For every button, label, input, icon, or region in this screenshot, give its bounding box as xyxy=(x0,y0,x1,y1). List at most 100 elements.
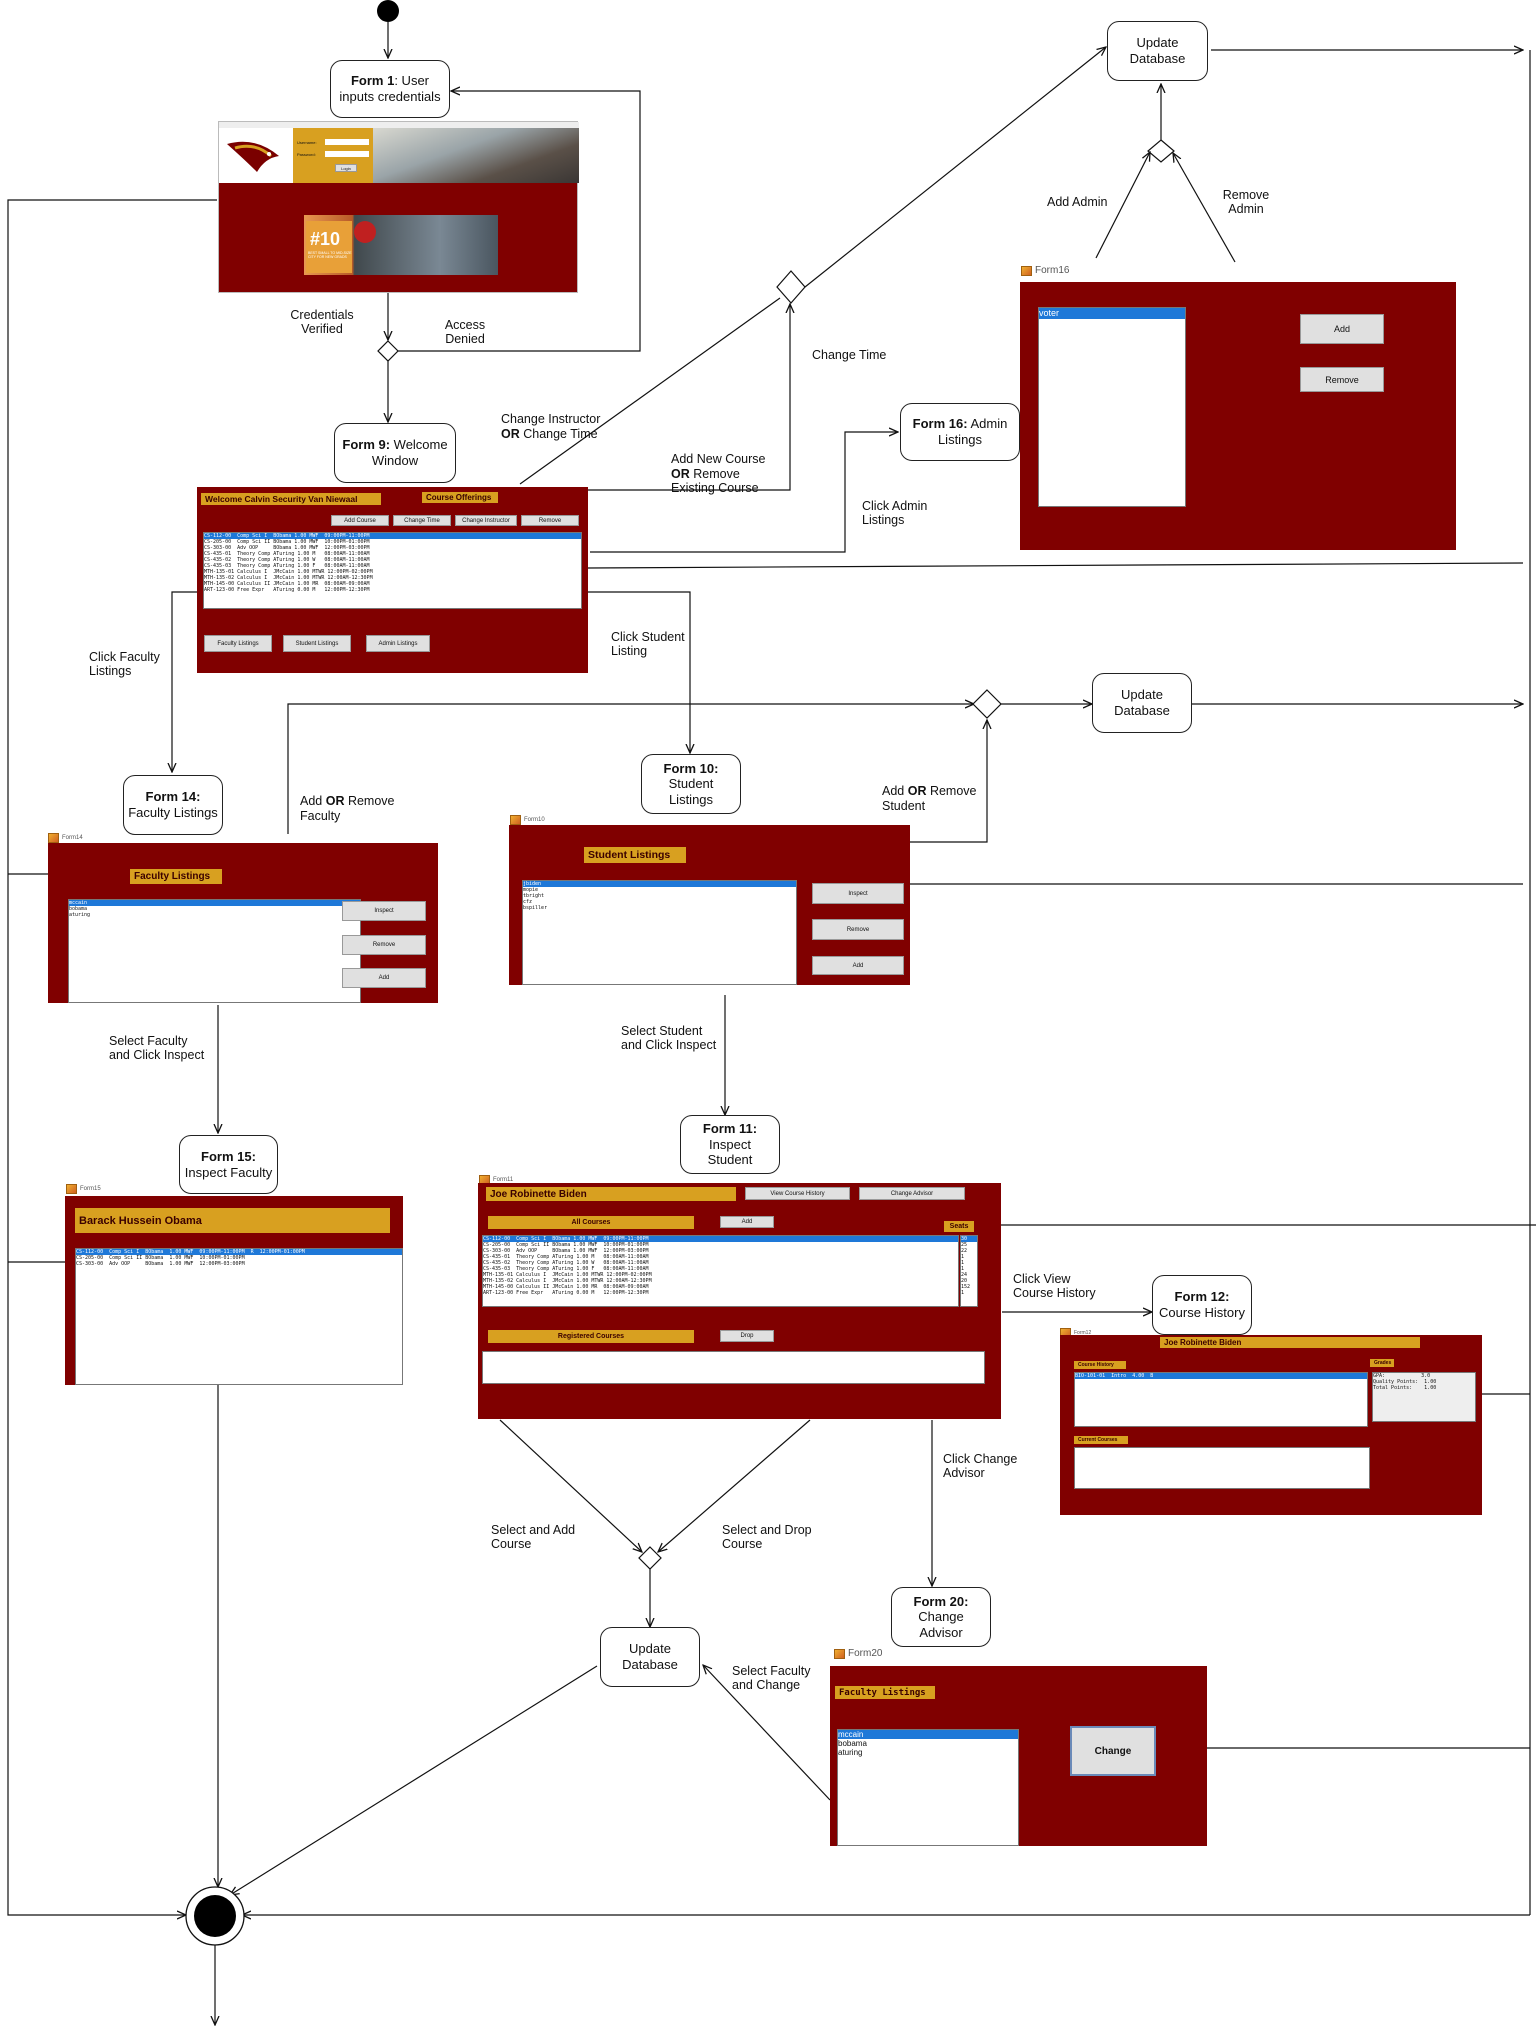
label-select-faculty-inspect: Select Faculty and Click Inspect xyxy=(109,1034,205,1063)
course-row[interactable]: MTH-135-01 Calculus I JMcCain 1.00 MTWR … xyxy=(204,569,373,575)
student-item[interactable]: mopie xyxy=(523,887,539,893)
seat-count[interactable]: 152 xyxy=(961,1284,971,1290)
registered-courses-list[interactable] xyxy=(482,1351,985,1384)
end-node-core xyxy=(194,1895,236,1937)
course-row[interactable]: CS-435-01 Theory Comp ATuring 1.00 M 08:… xyxy=(483,1254,649,1260)
edge-access-denied xyxy=(398,91,641,352)
course-row[interactable]: CS-303-00 Adv OOP BObama 1.00 MWF 12:00P… xyxy=(483,1248,649,1254)
admin-listings-button[interactable]: Admin Listings xyxy=(366,635,430,652)
admin-item[interactable]: voter xyxy=(1039,308,1185,319)
label-click-change-advisor: Click Change Advisor xyxy=(943,1452,1018,1481)
faculty-item[interactable]: aturing xyxy=(69,912,91,918)
student-item[interactable]: jbiden xyxy=(523,881,796,887)
drop-course-button[interactable]: Drop xyxy=(720,1330,774,1342)
faculty-listings-button[interactable]: Faculty Listings xyxy=(204,635,272,652)
add-course-button[interactable]: Add xyxy=(720,1216,774,1228)
course-row[interactable]: MTH-135-02 Calculus I JMcCain 1.00 MTWR … xyxy=(204,575,373,581)
faculty-course-row[interactable]: CS-205-00 Comp Sci II BObama 1.00 MWF 10… xyxy=(76,1255,245,1261)
add-course-button[interactable]: Add Course xyxy=(331,515,389,526)
remove-admin-button[interactable]: Remove xyxy=(1300,367,1384,392)
label-add-admin: Add Admin xyxy=(1047,195,1108,209)
course-row[interactable]: MTH-135-01 Calculus I JMcCain 1.00 MTWR … xyxy=(483,1272,652,1278)
faculty-courses-list[interactable]: CS-112-00 Comp Sci I BObama 1.00 MWF 09:… xyxy=(75,1248,403,1385)
course-row[interactable]: MTH-135-02 Calculus I JMcCain 1.00 MTWR … xyxy=(483,1278,652,1284)
label-select-student-inspect: Select Student and Click Inspect xyxy=(621,1024,717,1053)
course-row[interactable]: ART-123-00 Free Expr ATuring 0.00 M 12:0… xyxy=(483,1290,649,1296)
course-row[interactable]: MTH-145-00 Calculus II JMcCain 1.00 MR 0… xyxy=(204,581,370,587)
change-advisor-button[interactable]: Change Advisor xyxy=(859,1187,965,1200)
seat-count[interactable]: 1 xyxy=(961,1290,965,1296)
history-row[interactable]: BIO-101-01 Intro 4.00 B xyxy=(1075,1373,1367,1379)
course-row[interactable]: ART-123-00 Free Expr ATuring 0.00 M 12:0… xyxy=(204,587,370,593)
all-courses-list[interactable]: CS-112-00 Comp Sci I BObama 1.00 MWF 09:… xyxy=(482,1235,959,1307)
current-courses-list[interactable] xyxy=(1074,1447,1370,1489)
change-button[interactable]: Change xyxy=(1070,1726,1156,1776)
view-course-history-button[interactable]: View Course History xyxy=(745,1187,850,1200)
add-admin-button[interactable]: Add xyxy=(1300,314,1384,344)
faculty-course-row[interactable]: CS-303-00 Adv OOP BObama 1.00 MWF 12:00P… xyxy=(76,1261,245,1267)
seat-count[interactable]: 1 xyxy=(961,1260,965,1266)
faculty-item[interactable]: bobama xyxy=(69,906,88,912)
login-button[interactable]: Login xyxy=(335,164,357,172)
advisor-item[interactable]: aturing xyxy=(838,1748,863,1757)
seat-count[interactable]: 25 xyxy=(961,1242,968,1248)
node-form1: Form 1: User inputs credentials xyxy=(330,60,450,118)
advisor-item[interactable]: mccain xyxy=(838,1730,1018,1739)
remove-course-button[interactable]: Remove xyxy=(521,515,579,526)
student-listings-button[interactable]: Student Listings xyxy=(283,635,351,652)
admin-list[interactable]: voter xyxy=(1038,307,1186,507)
course-offerings-tab[interactable]: Course Offerings xyxy=(422,492,498,503)
edge-drop-course-select xyxy=(658,1419,811,1552)
remove-student-button[interactable]: Remove xyxy=(812,919,904,940)
course-row[interactable]: CS-112-00 Comp Sci I BObama 1.00 MWF 09:… xyxy=(204,533,581,539)
course-history-list[interactable]: BIO-101-01 Intro 4.00 B xyxy=(1074,1372,1368,1427)
screenshot-admin: voter Add Remove xyxy=(1020,282,1456,550)
edge-admin-listings xyxy=(590,432,898,553)
course-row[interactable]: CS-112-00 Comp Sci I BObama 1.00 MWF 09:… xyxy=(483,1236,958,1242)
student-item[interactable]: tbright xyxy=(523,893,545,899)
add-student-button[interactable]: Add xyxy=(812,956,904,975)
course-row[interactable]: CS-435-01 Theory Comp ATuring 1.00 M 08:… xyxy=(204,551,370,557)
seat-count[interactable]: 1 xyxy=(961,1266,965,1272)
course-row[interactable]: CS-435-03 Theory Comp ATuring 1.00 F 08:… xyxy=(204,563,370,569)
change-instructor-button[interactable]: Change Instructor xyxy=(455,515,517,526)
inspect-student-button[interactable]: Inspect xyxy=(812,883,904,904)
seat-count[interactable]: 22 xyxy=(961,1248,968,1254)
label-access-denied: Access Denied xyxy=(444,318,486,347)
seat-count[interactable]: 24 xyxy=(961,1272,968,1278)
seat-count[interactable]: 1 xyxy=(961,1254,965,1260)
faculty-course-row[interactable]: CS-112-00 Comp Sci I BObama 1.00 MWF 09:… xyxy=(76,1249,402,1255)
faculty-item[interactable]: mccain xyxy=(69,900,360,906)
course-row[interactable]: CS-435-02 Theory Comp ATuring 1.00 W 08:… xyxy=(483,1260,649,1266)
node-update-database-3: Update Database xyxy=(600,1627,700,1687)
seat-count[interactable]: 30 xyxy=(961,1236,977,1242)
course-row[interactable]: CS-435-02 Theory Comp ATuring 1.00 W 08:… xyxy=(204,557,370,563)
course-offerings-list[interactable]: CS-112-00 Comp Sci I BObama 1.00 MWF 09:… xyxy=(203,532,582,609)
course-row[interactable]: MTH-145-00 Calculus II JMcCain 1.00 MR 0… xyxy=(483,1284,649,1290)
student-item[interactable]: cfz xyxy=(523,899,533,905)
course-row[interactable]: CS-303-00 Adv OOP BObama 1.00 MWF 12:00P… xyxy=(204,545,370,551)
advisor-item[interactable]: bobama xyxy=(838,1739,867,1748)
change-advisor-window-title: Form20 xyxy=(834,1648,882,1659)
node-form11: Form 11: Inspect Student xyxy=(680,1115,780,1174)
course-row[interactable]: CS-205-00 Comp Sci II BObama 1.00 MWF 10… xyxy=(483,1242,649,1248)
course-row[interactable]: CS-205-00 Comp Sci II BObama 1.00 MWF 10… xyxy=(204,539,370,545)
history-student-name: Joe Robinette Biden xyxy=(1160,1337,1420,1348)
seat-count[interactable]: 20 xyxy=(961,1278,968,1284)
change-time-button[interactable]: Change Time xyxy=(393,515,451,526)
password-input[interactable] xyxy=(325,151,369,157)
remove-faculty-button[interactable]: Remove xyxy=(342,935,426,955)
add-faculty-button[interactable]: Add xyxy=(342,968,426,988)
student-item[interactable]: bspiller xyxy=(523,905,548,911)
inspect-faculty-button[interactable]: Inspect xyxy=(342,901,426,921)
node-form16: Form 16: Admin Listings xyxy=(900,403,1020,461)
city-banner: #10 BEST SMALL TO MID-SIZE CITY FOR NEW … xyxy=(304,215,498,275)
username-input[interactable] xyxy=(325,139,369,145)
course-row[interactable]: CS-435-03 Theory Comp ATuring 1.00 F 08:… xyxy=(483,1266,649,1272)
